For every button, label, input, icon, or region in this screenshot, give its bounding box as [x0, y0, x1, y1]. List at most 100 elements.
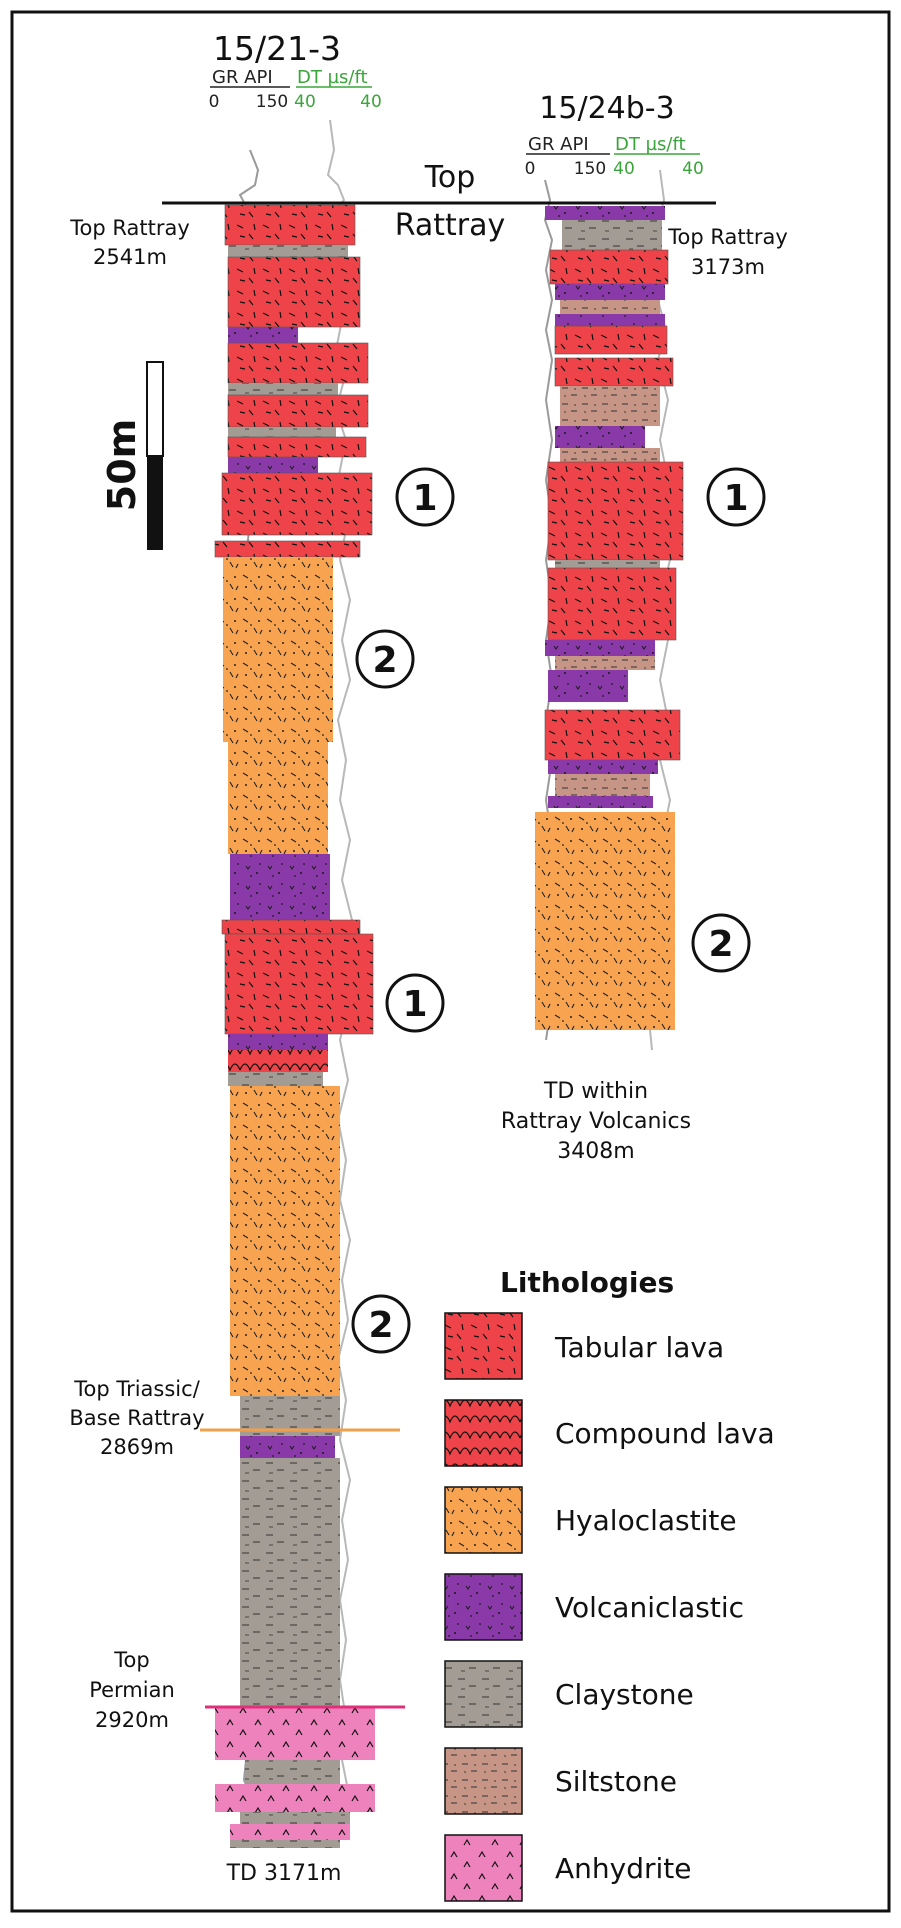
- dt-scale-max: 40: [294, 92, 316, 112]
- claystone-layer: [562, 220, 662, 250]
- svg-text:Siltstone: Siltstone: [555, 1765, 677, 1798]
- svg-text:2: 2: [368, 1305, 393, 1346]
- well1-top-rattray-label: Top Rattray: [69, 216, 190, 240]
- claystone-layer: [228, 383, 338, 395]
- well2-td-label-1: TD within: [543, 1079, 648, 1104]
- gr-scale-min: 0: [525, 159, 536, 179]
- tabular-lava-layer: [228, 257, 360, 327]
- well2-td-depth: 3408m: [557, 1139, 634, 1164]
- unit-marker: 1: [387, 975, 443, 1031]
- svg-text:2: 2: [372, 640, 397, 681]
- top-permian-label-2: Permian: [89, 1678, 175, 1702]
- volcaniclastic-layer: [228, 1034, 328, 1050]
- unit-marker: 1: [397, 469, 453, 525]
- top-triassic-depth: 2869m: [100, 1435, 174, 1459]
- tabular-lava-layer: [550, 250, 668, 284]
- base-rattray-label: Base Rattray: [69, 1406, 204, 1430]
- tabular-lava-layer: [228, 437, 366, 457]
- unit-marker: 2: [357, 631, 413, 687]
- volcaniclastic-layer: [230, 854, 330, 920]
- volcaniclastic-layer: [545, 640, 655, 656]
- well-15-21-3-title: 15/21-3: [213, 29, 341, 68]
- unit-marker: 1: [708, 469, 764, 525]
- dt-label: DT µs/ft: [615, 134, 686, 155]
- siltstone-layer: [560, 386, 660, 426]
- svg-text:1: 1: [412, 478, 437, 519]
- gr-label: GR API: [528, 134, 589, 155]
- siltstone-layer: [555, 656, 655, 670]
- volcaniclastic-layer: [555, 284, 665, 300]
- gr-scale-max: 150: [574, 159, 606, 179]
- claystone-layer: [230, 1840, 340, 1848]
- svg-text:1: 1: [723, 478, 748, 519]
- claystone-layer: [240, 1458, 340, 1708]
- well-15-24b-3-title: 15/24b-3: [539, 91, 674, 126]
- tabular-lava-layer: [225, 205, 355, 245]
- well1-top-rattray-depth: 2541m: [93, 245, 167, 269]
- unit-marker: 2: [693, 915, 749, 971]
- compound-lava-layer: [228, 1050, 328, 1072]
- tabular-lava-layer: [228, 343, 368, 383]
- claystone-layer: [228, 245, 348, 257]
- datum-label-top: Top: [424, 160, 476, 195]
- anhydrite-layer: [215, 1784, 375, 1812]
- volcaniclastic-layer: [548, 670, 628, 702]
- volcaniclastic-layer: [548, 796, 653, 808]
- top-permian-label-1: Top: [113, 1648, 149, 1672]
- volcaniclastic-layer: [228, 457, 318, 473]
- siltstone-layer: [560, 448, 660, 462]
- scale-bar-white: [147, 362, 163, 456]
- dt-scale-min: 40: [360, 92, 382, 112]
- tabular-lava-layer: [548, 462, 683, 560]
- claystone-layer: [240, 1812, 350, 1824]
- gr-label: GR API: [212, 67, 273, 88]
- claystone-layer: [228, 1072, 323, 1086]
- volcaniclastic-layer: [548, 760, 658, 774]
- hyaloclastite-layer: [230, 1086, 340, 1396]
- gr-scale-min: 0: [209, 92, 220, 112]
- anhydrite-layer: [230, 1824, 350, 1840]
- volcaniclastic-layer: [555, 426, 645, 448]
- claystone-layer: [228, 427, 336, 437]
- claystone-layer: [245, 1760, 340, 1784]
- claystone-layer: [555, 560, 660, 568]
- volcaniclastic-layer: [228, 327, 298, 343]
- svg-text:Anhydrite: Anhydrite: [555, 1852, 692, 1885]
- dt-label: DT µs/ft: [297, 67, 368, 88]
- svg-text:1: 1: [402, 984, 427, 1025]
- well2-top-rattray-label: Top Rattray: [667, 225, 788, 249]
- tabular-lava-layer: [222, 920, 360, 934]
- legend-title: Lithologies: [500, 1266, 674, 1299]
- volcaniclastic-layer: [240, 1436, 335, 1458]
- well2-td-label-2: Rattray Volcanics: [501, 1109, 691, 1134]
- svg-text:Claystone: Claystone: [555, 1678, 694, 1711]
- svg-text:Hyaloclastite: Hyaloclastite: [555, 1504, 737, 1537]
- anhydrite-layer: [215, 1708, 375, 1760]
- scale-bar-black: [147, 456, 163, 550]
- tabular-lava-layer: [225, 934, 373, 1034]
- hyaloclastite-layer: [228, 742, 328, 854]
- tabular-lava-layer: [545, 710, 680, 760]
- siltstone-layer: [555, 774, 650, 796]
- tabular-lava-layer: [222, 473, 372, 535]
- top-permian-depth: 2920m: [95, 1708, 169, 1732]
- siltstone-layer: [560, 300, 660, 314]
- unit-marker: 2: [353, 1296, 409, 1352]
- svg-text:Compound lava: Compound lava: [555, 1417, 775, 1450]
- well2-top-rattray-depth: 3173m: [691, 255, 765, 279]
- gr-scale-max: 150: [256, 92, 288, 112]
- volcaniclastic-layer: [555, 314, 665, 326]
- scale-bar-label: 50m: [100, 419, 144, 511]
- hyaloclastite-layer: [223, 557, 333, 742]
- volcaniclastic-layer: [545, 206, 665, 220]
- tabular-lava-layer: [548, 568, 676, 640]
- dt-scale-min: 40: [682, 159, 704, 179]
- svg-text:2: 2: [708, 924, 733, 965]
- top-triassic-label: Top Triassic/: [73, 1377, 200, 1401]
- tabular-lava-layer: [555, 358, 673, 386]
- tabular-lava-layer: [215, 541, 360, 557]
- tabular-lava-layer: [228, 395, 368, 427]
- well1-td-label: TD 3171m: [226, 1861, 342, 1886]
